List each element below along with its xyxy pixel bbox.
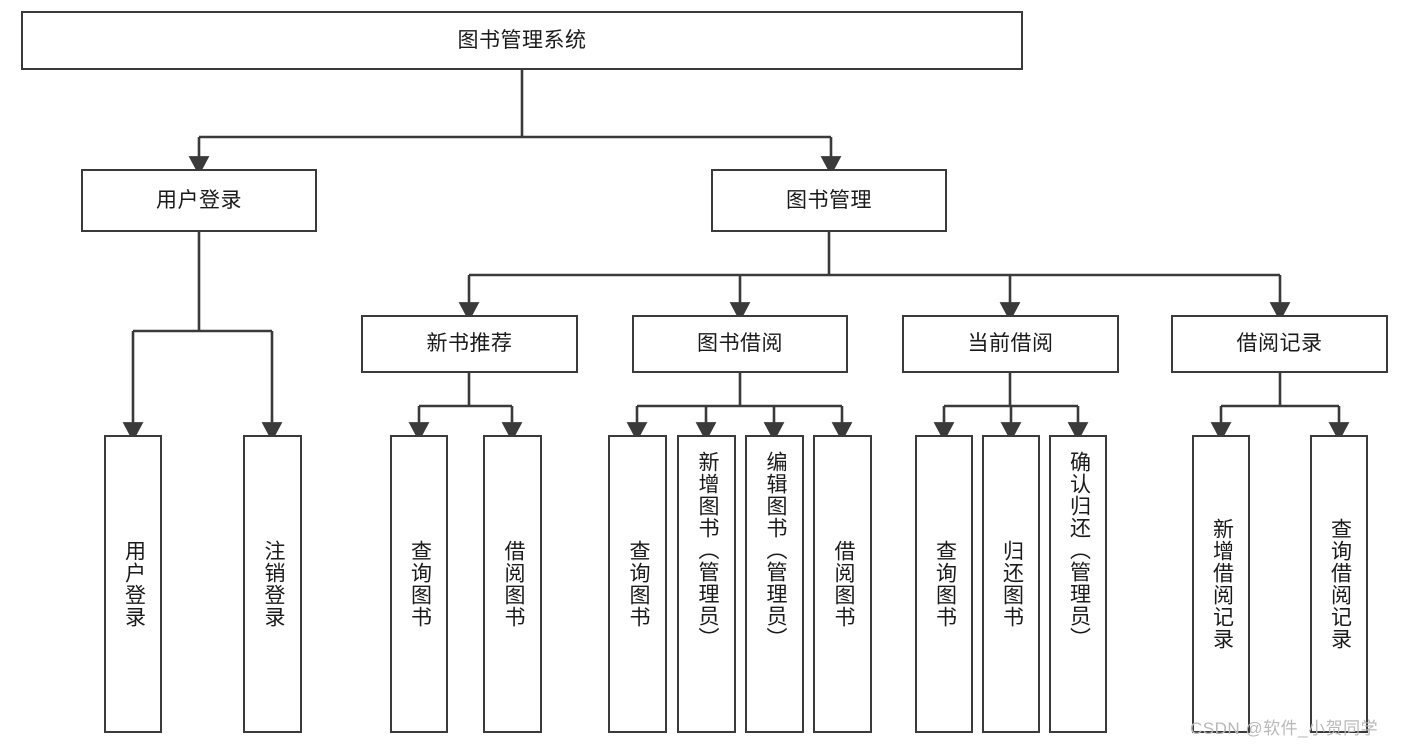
- node-label: 查询借阅记录: [1328, 518, 1352, 650]
- node-label: 新增借阅记录: [1210, 518, 1234, 650]
- leaf-return-books[interactable]: 归还图书: [982, 435, 1040, 733]
- node-label: 当前借阅: [967, 332, 1054, 356]
- leaf-logout[interactable]: 注销登录: [243, 435, 302, 733]
- node-root-system[interactable]: 图书管理系统: [21, 11, 1023, 70]
- node-label: 归还图书: [1000, 540, 1024, 628]
- leaf-query-borrow-record[interactable]: 查询借阅记录: [1310, 435, 1368, 733]
- node-borrow-records[interactable]: 借阅记录: [1171, 315, 1388, 373]
- node-label: 查询图书: [626, 540, 650, 628]
- leaf-edit-book-admin[interactable]: 编辑图书（管理员）: [745, 435, 804, 733]
- node-label: 借阅图书: [831, 540, 855, 628]
- leaf-query-books-current[interactable]: 查询图书: [915, 435, 973, 733]
- node-label: 新书推荐: [426, 332, 513, 356]
- node-current-borrow[interactable]: 当前借阅: [902, 315, 1119, 373]
- node-book-borrow[interactable]: 图书借阅: [632, 315, 848, 373]
- node-label: 借阅记录: [1236, 332, 1323, 356]
- node-label: 确认归还（管理员）: [1067, 451, 1091, 649]
- node-label: 新增图书（管理员）: [695, 451, 719, 649]
- node-label: 编辑图书（管理员）: [763, 451, 787, 649]
- node-label: 用户登录: [156, 188, 242, 212]
- leaf-borrow-books-recommend[interactable]: 借阅图书: [483, 435, 542, 733]
- node-book-management[interactable]: 图书管理: [711, 169, 947, 232]
- node-user-login[interactable]: 用户登录: [81, 169, 317, 232]
- leaf-borrow-books[interactable]: 借阅图书: [813, 435, 872, 733]
- node-label: 查询图书: [933, 540, 957, 628]
- leaf-query-books-borrow[interactable]: 查询图书: [608, 435, 667, 733]
- node-label: 图书借阅: [697, 332, 783, 356]
- leaf-confirm-return-admin[interactable]: 确认归还（管理员）: [1049, 435, 1107, 733]
- leaf-user-login[interactable]: 用户登录: [104, 435, 162, 733]
- leaf-add-book-admin[interactable]: 新增图书（管理员）: [677, 435, 736, 733]
- node-label: 用户登录: [122, 540, 146, 628]
- leaf-query-books-recommend[interactable]: 查询图书: [390, 435, 448, 733]
- node-label: 借阅图书: [501, 540, 525, 628]
- node-label: 注销登录: [261, 540, 285, 628]
- node-label: 查询图书: [408, 540, 432, 628]
- node-new-book-recommend[interactable]: 新书推荐: [361, 315, 578, 373]
- node-label: 图书管理: [786, 188, 872, 212]
- leaf-add-borrow-record[interactable]: 新增借阅记录: [1192, 435, 1250, 733]
- csdn-watermark: CSDN @软件_小贺同学: [1190, 719, 1379, 738]
- node-label: 图书管理系统: [457, 28, 587, 52]
